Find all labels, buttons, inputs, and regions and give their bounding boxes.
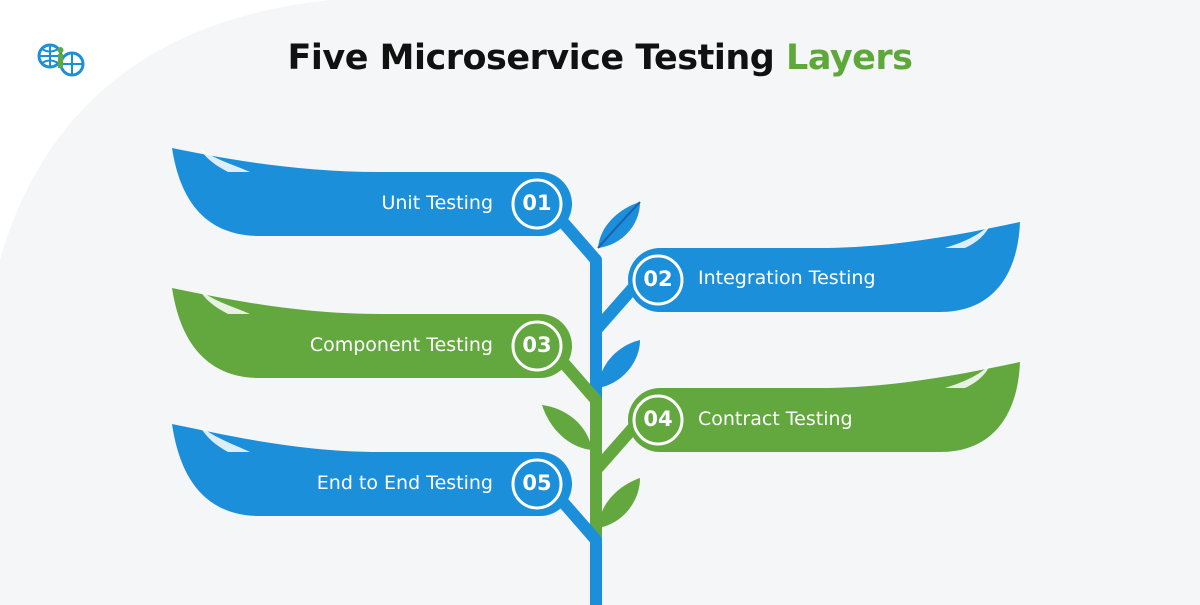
layer-number-01: 01 (522, 191, 552, 215)
layer-leaf-03 (172, 288, 572, 378)
small-leaf-icon (598, 478, 640, 528)
layer-number-02: 02 (643, 267, 673, 291)
small-leaf-icon (598, 340, 640, 388)
layer-leaf-02 (628, 222, 1020, 312)
title-main-text: Five Microservice Testing (287, 38, 787, 78)
title-accent-text: Layers (786, 38, 913, 78)
layer-number-03: 03 (522, 333, 552, 357)
layer-label-02: Integration Testing (698, 267, 876, 289)
layer-number-04: 04 (643, 407, 673, 431)
layer-label-03: Component Testing (309, 334, 493, 356)
small-leaf-icon (542, 405, 592, 450)
page-title: Five Microservice Testing Layers (0, 38, 1200, 78)
layer-leaf-05 (172, 424, 572, 516)
layer-label-01: Unit Testing (381, 192, 493, 214)
layer-label-05: End to End Testing (316, 472, 493, 494)
layer-label-04: Contract Testing (698, 408, 853, 430)
layer-leaf-01 (172, 148, 572, 236)
company-logo-icon (37, 43, 85, 77)
layer-leaf-04 (628, 362, 1020, 452)
tree-trunk (543, 201, 645, 605)
layer-number-05: 05 (522, 471, 552, 495)
